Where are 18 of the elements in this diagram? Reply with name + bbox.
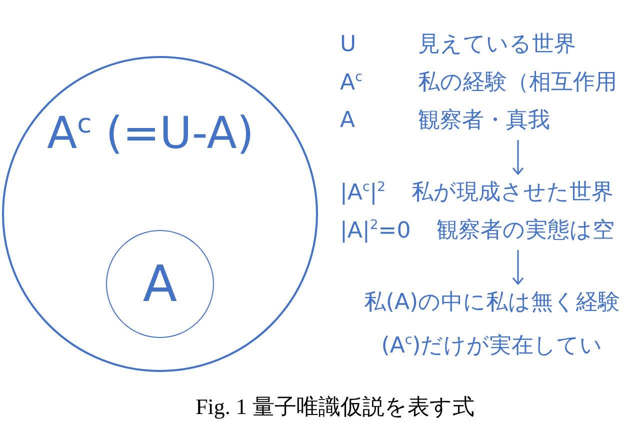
arrow <box>512 250 524 285</box>
definition-text: 私が現成させた世界 <box>412 180 614 206</box>
symbol-label: A <box>340 108 356 134</box>
inner-circle <box>106 230 214 338</box>
formula-label: |A$^{c}$|$^{2}$ <box>340 180 386 206</box>
definition-text: 見えている世界 <box>418 32 576 58</box>
arrow <box>512 140 524 175</box>
set-label: A <box>142 256 178 312</box>
symbol-label: A$^{c}$ <box>340 70 362 96</box>
figure-caption: Fig. 1 量子唯識仮説を表す式 <box>196 394 474 419</box>
formula-label: |A|$^{2}$=0 <box>340 218 411 244</box>
definition-text: 私の経験（相互作用 <box>418 70 617 96</box>
outer-circle <box>2 56 318 372</box>
set-expression: A$^{c}$ (=U-A) <box>47 108 254 161</box>
symbol-label: U <box>340 32 356 58</box>
definition-text: 観察者・真我 <box>418 108 550 134</box>
definition-text: 観察者の実態は空 <box>436 218 615 244</box>
conclusion-text: 私(A)の中に私は無く経験(A$^{c}$)だけが実在してい <box>362 289 622 360</box>
